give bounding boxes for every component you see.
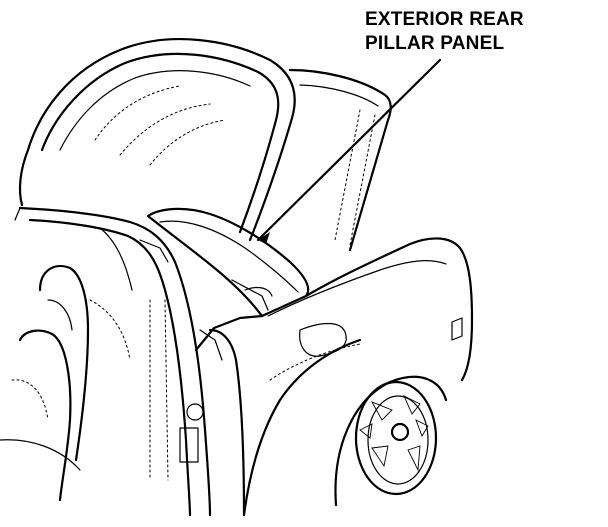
callout-leader [256,58,442,244]
rear-pillar-lower [194,279,273,517]
rear-quarter-panel [242,237,474,517]
callout-line-2: PILLAR PANEL [365,33,505,54]
rear-wheel [334,375,448,507]
seat [0,264,131,502]
roof-rear-section [288,68,392,252]
interior-detail [14,207,169,481]
door-jamb [18,206,223,517]
callout-line-1: EXTERIOR REAR [365,9,524,30]
callout-label: EXTERIOR REAR PILLAR PANEL [365,8,524,56]
exterior-rear-pillar-panel [146,207,310,318]
windshield-frame [18,37,296,242]
